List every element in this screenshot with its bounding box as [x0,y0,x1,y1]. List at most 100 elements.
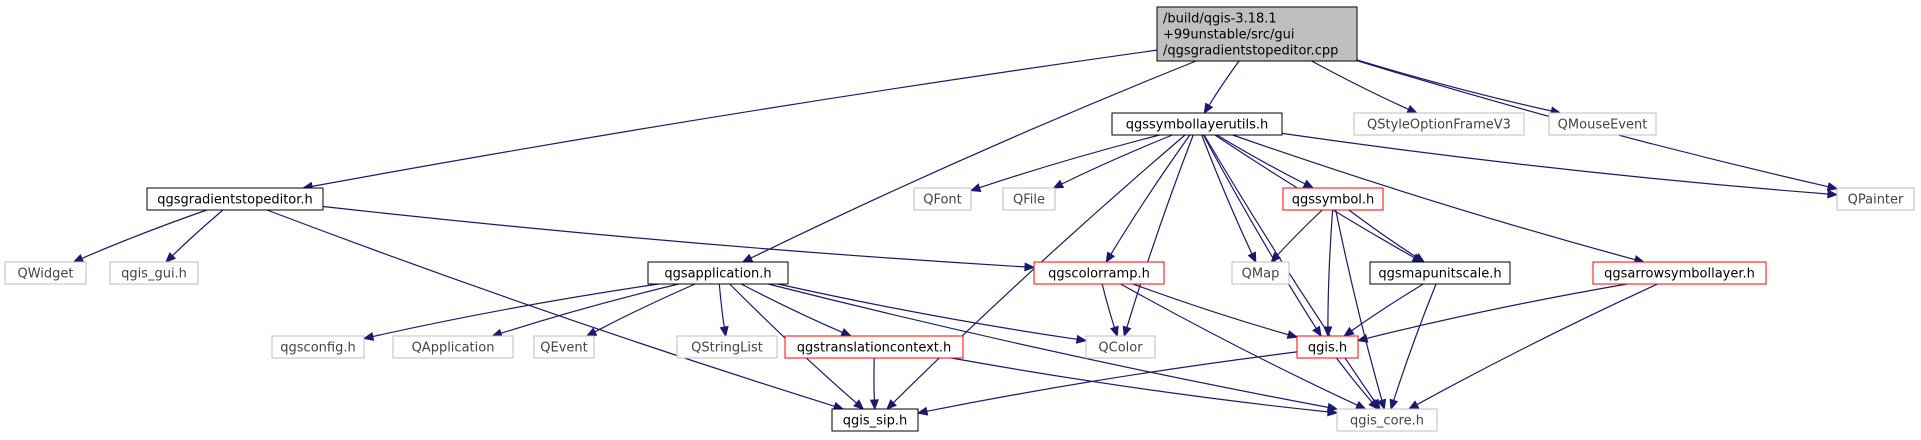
edge-line [81,209,207,259]
node-qgssymbollayerutils_h[interactable]: qgssymbollayerutils.h [1111,112,1283,136]
node-qcolor[interactable]: QColor [1085,335,1156,359]
edge-line [1327,209,1334,328]
edge-line [1336,357,1373,403]
edge-qgssymbol_h-to-qgis_h [1323,209,1334,338]
node-qgsarrowsymbollayer_h[interactable]: qgsarrowsymbollayer.h [1592,261,1767,285]
edge-qgssymbollayerutils_h-to-qpainter [1281,132,1839,199]
nodes-layer: /build/qgis-3.18.1+99unstable/src/gui/qg… [4,6,1915,432]
edge-qgssymbol_h-to-qgsmapunitscale_h [1348,209,1426,263]
node-qgscolorramp_h[interactable]: qgscolorramp.h [1033,261,1165,285]
edge-line [311,49,1158,187]
arrowhead-icon [1024,262,1036,272]
node-label: QPainter [1848,193,1904,208]
edge-qgssymbol_h-to-qmap [1270,209,1323,263]
arrowhead-icon [362,331,375,341]
arrowhead-icon [1323,326,1333,338]
arrowhead-icon [719,325,729,338]
node-qgis_core_h[interactable]: qgis_core.h [1336,408,1438,432]
edge-qgsmapunitscale_h-to-qgis_h [1343,283,1424,337]
node-box [1296,335,1359,359]
node-label: QWidget [17,267,73,282]
edge-qgssymbollayerutils_h-to-qfile [1052,134,1173,189]
edge-line [979,134,1160,189]
arrowhead-icon [72,254,85,263]
node-qstringlist[interactable]: QStringList [676,335,778,359]
node-qgis_sip_h[interactable]: qgis_sip.h [831,408,919,432]
node-qpainter[interactable]: QPainter [1836,187,1915,211]
node-label: qgis.h [1308,341,1347,356]
node-label: /qgsgradientstopeditor.cpp [1163,44,1338,59]
edge-qgsapplication_h-to-qgsconfig_h [362,283,659,341]
edge-qgsapplication_h-to-qcolor [777,283,1088,344]
node-qwidget[interactable]: QWidget [4,261,87,285]
node-qgsgradientstopeditor_h[interactable]: qgsgradientstopeditor.h [146,187,324,211]
node-label: qgssymbollayerutils.h [1126,118,1269,133]
node-box [647,261,789,285]
edge-root-to-qgsgradientstopeditor_h [301,49,1158,191]
edge-line [1061,134,1173,185]
edge-root-to-qgssymbollayerutils_h [1203,60,1240,115]
node-qgstranslationcontext_h[interactable]: qgstranslationcontext.h [784,335,964,359]
node-qgis_gui_h[interactable]: qgis_gui.h [109,261,199,285]
node-qstyleoptionframev3[interactable]: QStyleOptionFrameV3 [1353,112,1525,136]
edge-line [1232,134,1636,261]
node-qmouseevent[interactable]: QMouseEvent [1548,112,1657,136]
edge-line [951,357,1329,413]
node-qevent[interactable]: QEvent [533,335,595,359]
edge-line [1110,134,1191,255]
arrowhead-icon [1286,330,1299,339]
arrowhead-icon [1356,333,1369,343]
arrowhead-icon [1406,104,1418,114]
edge-qgssymbol_h-to-qgis_core_h [1335,209,1387,411]
arrowhead-icon [1312,325,1322,338]
node-qgis_h[interactable]: qgis.h [1296,335,1359,359]
node-qgssymbol_h[interactable]: qgssymbol.h [1282,187,1384,211]
node-label: QApplication [412,341,495,356]
arrowhead-icon [869,399,879,411]
node-qgsconfig_h[interactable]: qgsconfig.h [271,335,365,359]
edge-qgssymbollayerutils_h-to-qmap [1201,134,1257,264]
node-label: +99unstable/src/gui [1163,28,1294,43]
node-label: QFont [923,193,962,208]
node-label: qgscolorramp.h [1048,267,1150,282]
arrowhead-icon [1354,400,1367,410]
node-qmap[interactable]: QMap [1231,261,1290,285]
arrowhead-icon [886,399,897,410]
edge-line [266,209,835,407]
node-box [913,187,972,211]
node-box [146,187,324,211]
arrowhead-icon [1377,398,1387,411]
edge-line [1311,60,1409,110]
edge-root-to-qstyleoptionframev3 [1311,60,1418,114]
edge-qgsarrowsymbollayer_h-to-qgis_core_h [1407,283,1658,410]
node-root[interactable]: /build/qgis-3.18.1+99unstable/src/gui/qg… [1156,6,1358,62]
node-qapplication[interactable]: QApplication [392,335,514,359]
node-box [4,261,87,285]
node-box [1231,261,1290,285]
edge-line [1366,283,1628,339]
node-qfont[interactable]: QFont [913,187,972,211]
edge-line [1348,209,1417,258]
node-qfile[interactable]: QFile [1002,187,1056,211]
edge-qgsapplication_h-to-qevent [585,283,696,337]
node-qgsmapunitscale_h[interactable]: qgsmapunitscale.h [1369,261,1511,285]
edge-line [1120,283,1358,406]
node-label: qgsgradientstopeditor.h [157,193,313,208]
edges-layer [72,49,1839,417]
edge-qgsapplication_h-to-qapplication [491,283,679,338]
node-qgsapplication_h[interactable]: qgsapplication.h [647,261,789,285]
edge-line [718,283,725,328]
node-label: /build/qgis-3.18.1 [1163,12,1277,27]
edge-qgsgradientstopeditor_h-to-qgscolorramp_h [322,205,1036,272]
edge-line [172,209,224,257]
edge-line [322,205,1026,268]
arrowhead-icon [1302,179,1315,189]
edge-qgstranslationcontext_h-to-qgis_core_h [951,357,1339,417]
node-box [1836,187,1915,211]
arrowhead-icon [1343,326,1355,337]
edge-line [777,283,1078,340]
edge-qgsapplication_h-to-qstringlist [718,283,729,338]
edge-line [1101,283,1116,328]
edge-qgsmapunitscale_h-to-qgis_core_h [1389,283,1437,411]
